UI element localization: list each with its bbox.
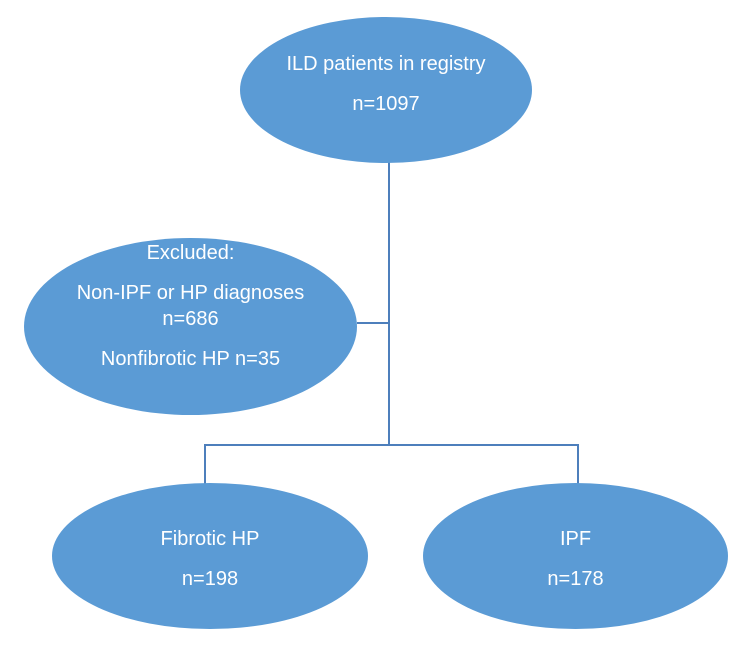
connector-right-drop xyxy=(577,444,579,485)
connector-branch-horizontal xyxy=(204,444,579,446)
node-text: ILD patients in registry xyxy=(286,53,486,75)
node-count: n=198 xyxy=(181,568,239,590)
connector-main-vertical xyxy=(388,162,390,446)
node-ild-registry: ILD patients in registry n=1097 xyxy=(240,17,532,163)
node-text: Non-IPF or HP diagnoses n=686 xyxy=(76,281,305,330)
node-text: Excluded: xyxy=(146,241,235,264)
node-excluded: Excluded: Non-IPF or HP diagnoses n=686 … xyxy=(24,238,357,415)
node-text: IPF xyxy=(559,528,592,550)
node-fibrotic-hp: Fibrotic HP n=198 xyxy=(52,483,368,629)
node-ipf: IPF n=178 xyxy=(423,483,728,629)
node-count: n=178 xyxy=(547,568,604,590)
node-text: Nonfibrotic HP n=35 xyxy=(100,347,281,370)
node-count: n=1097 xyxy=(352,93,420,115)
connector-excluded-horizontal xyxy=(357,322,388,324)
connector-left-drop xyxy=(204,444,206,485)
node-text: Fibrotic HP xyxy=(160,528,260,550)
